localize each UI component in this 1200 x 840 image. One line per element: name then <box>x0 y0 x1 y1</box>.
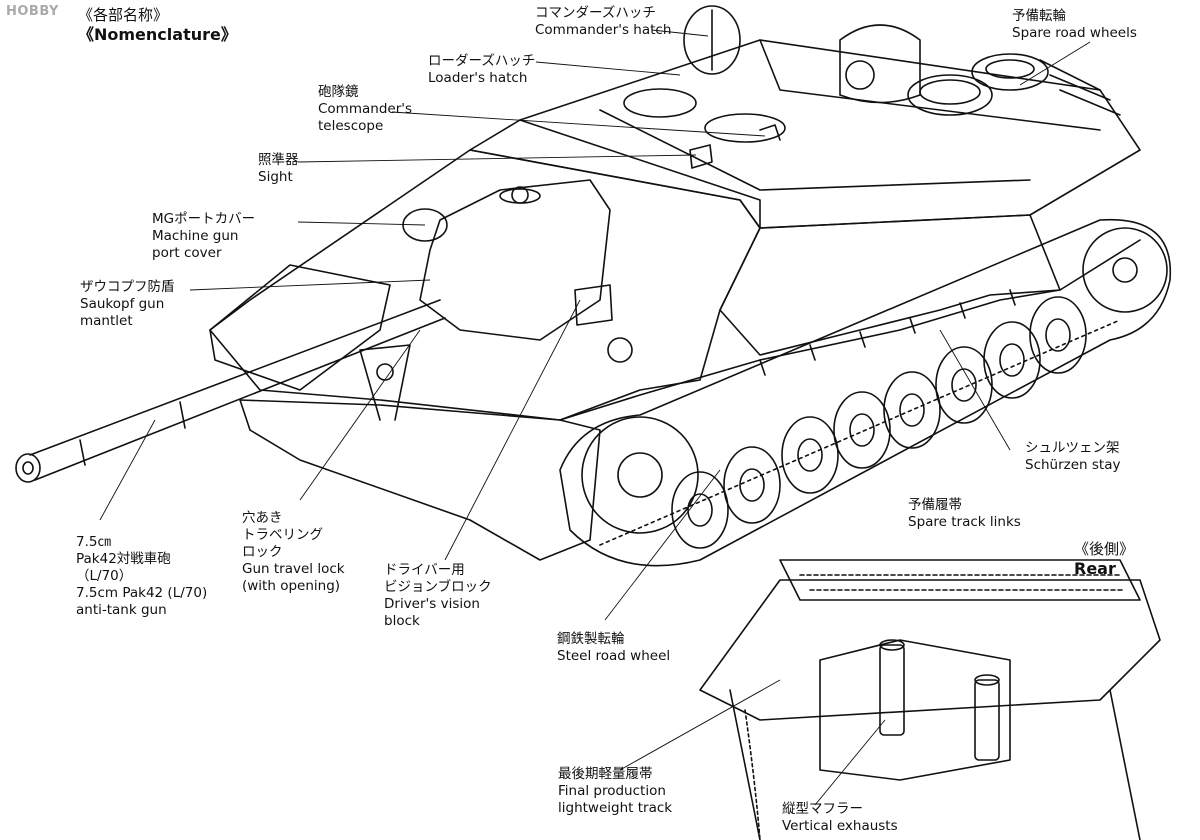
travel-lock-jp1: 穴あき <box>242 510 283 526</box>
drive-sprocket <box>581 416 699 534</box>
road-wheel-en: Steel road wheel <box>557 648 671 664</box>
spare-wheels-jp: 予備転輪 <box>1012 8 1066 24</box>
telescope-jp: 砲隊鏡 <box>318 84 359 100</box>
rear-title-en: Rear <box>1074 559 1116 578</box>
drivers-vision-block <box>574 284 613 326</box>
hull-upper-glacis <box>209 149 761 421</box>
schurzen-jp: シュルツェン架 <box>1025 440 1120 456</box>
hull-side-plate <box>719 214 1061 356</box>
saukopf-mantlet <box>419 179 611 341</box>
idler-wheel <box>1082 227 1168 313</box>
vision-block-jp2: ビジョンブロック <box>384 579 492 595</box>
commander-hatch-opening <box>704 113 786 143</box>
label-commander-hatch: コマンダーズハッチ Commander's hatch <box>535 5 671 39</box>
loader-hatch-en: Loader's hatch <box>428 70 528 86</box>
vision-block-jp1: ドライバー用 <box>384 562 465 578</box>
exhaust-left <box>879 644 905 736</box>
leader-lines <box>99 29 1091 806</box>
track-outline <box>559 218 1172 567</box>
label-vision-block: ドライバー用 ビジョンブロック Driver's vision block <box>384 562 492 630</box>
commander-hatch-lid <box>683 5 741 75</box>
rear-title-jp: 《後側》 <box>1074 540 1135 558</box>
travel-lock-en1: Gun travel lock <box>242 561 345 577</box>
hull-roof <box>469 39 1141 229</box>
schurzen-en: Schürzen stay <box>1025 457 1121 473</box>
gun-l3: （L/70） <box>76 568 133 584</box>
label-spare-tracks: 予備履帯 Spare track links <box>908 497 1021 531</box>
title-jp: 《各部名称》 <box>78 6 169 24</box>
label-mg-port: MGポートカバー Machine gun port cover <box>152 211 255 262</box>
loader-hatch-jp: ローダーズハッチ <box>428 53 536 69</box>
rear-view-inset <box>699 559 1161 840</box>
sight-en: Sight <box>258 169 293 185</box>
label-loader-hatch: ローダーズハッチ Loader's hatch <box>428 53 535 87</box>
travel-lock-en2: (with opening) <box>242 578 341 594</box>
gun-l1: 7.5㎝ <box>76 534 111 550</box>
gun-l4: 7.5cm Pak42 (L/70) <box>76 585 208 601</box>
headlight <box>607 337 633 363</box>
track-en2: lightweight track <box>558 800 673 816</box>
fender-line <box>559 239 1141 421</box>
vision-block-en2: block <box>384 613 420 629</box>
track-jp: 最後期軽量履帯 <box>558 766 653 782</box>
diagram-title: 《各部名称》 《Nomenclature》 <box>78 6 237 45</box>
commander-hatch-jp: コマンダーズハッチ <box>535 5 656 21</box>
loader-hatch-opening <box>623 88 697 118</box>
exhaust-right <box>974 679 1000 761</box>
mantlet-jp: ザウコプフ防盾 <box>80 279 175 295</box>
mg-port-cover <box>402 208 448 242</box>
mantlet-en1: Saukopf gun <box>80 296 165 312</box>
label-track: 最後期軽量履帯 Final production lightweight tra… <box>558 766 672 817</box>
sight-jp: 照準器 <box>258 152 299 168</box>
mg-port-en2: port cover <box>152 245 222 261</box>
spare-tracks-en: Spare track links <box>908 514 1021 530</box>
rear-view-title: 《後側》 Rear <box>1074 540 1134 579</box>
spare-tracks-jp: 予備履帯 <box>908 497 962 513</box>
mg-port-jp: MGポートカバー <box>152 211 256 227</box>
exhausts-en: Vertical exhausts <box>782 818 898 834</box>
gun-barrel <box>29 299 446 481</box>
vision-block-en1: Driver's vision <box>384 596 480 612</box>
exhausts-jp: 縦型マフラー <box>782 801 863 817</box>
commander-telescope <box>759 124 781 141</box>
label-spare-wheels: 予備転輪 Spare road wheels <box>1012 8 1137 42</box>
spare-road-wheel-2 <box>971 53 1049 91</box>
gun-travel-lock <box>359 344 411 421</box>
spare-road-wheel-1 <box>907 74 993 116</box>
label-mantlet: ザウコプフ防盾 Saukopf gun mantlet <box>80 279 175 330</box>
commander-hatch-en: Commander's hatch <box>535 22 672 38</box>
schurzen-stays <box>759 289 1016 376</box>
telescope-en1: Commander's <box>318 101 412 117</box>
telescope-en2: telescope <box>318 118 384 134</box>
hull-lower-front <box>239 399 601 561</box>
label-road-wheel: 鋼鉄製転輪 Steel road wheel <box>557 631 670 665</box>
title-en: 《Nomenclature》 <box>78 25 237 44</box>
label-travel-lock: 穴あき トラベリング ロック Gun travel lock (with ope… <box>242 510 345 595</box>
label-sight: 照準器 Sight <box>258 152 299 186</box>
travel-lock-jp2: トラベリング <box>242 527 323 543</box>
label-schurzen-stay: シュルツェン架 Schürzen stay <box>1025 440 1120 474</box>
watermark: HOBBY <box>6 4 59 19</box>
road-wheel-jp: 鋼鉄製転輪 <box>557 631 625 647</box>
travel-lock-jp3: ロック <box>242 544 283 560</box>
sight <box>689 144 713 169</box>
road-wheels <box>671 296 1087 549</box>
label-commander-telescope: 砲隊鏡 Commander's telescope <box>318 84 412 135</box>
front-stowage-box <box>209 264 391 391</box>
spare-wheels-en: Spare road wheels <box>1012 25 1137 41</box>
mg-port-en1: Machine gun <box>152 228 239 244</box>
mantlet-en2: mantlet <box>80 313 133 329</box>
label-exhausts: 縦型マフラー Vertical exhausts <box>782 801 898 835</box>
gun-muzzle <box>15 453 41 483</box>
label-gun: 7.5㎝ Pak42対戦車砲 （L/70） 7.5cm Pak42 (L/70)… <box>76 534 207 619</box>
track-en1: Final production <box>558 783 666 799</box>
gun-l5: anti-tank gun <box>76 602 167 618</box>
gun-l2: Pak42対戦車砲 <box>76 551 171 567</box>
